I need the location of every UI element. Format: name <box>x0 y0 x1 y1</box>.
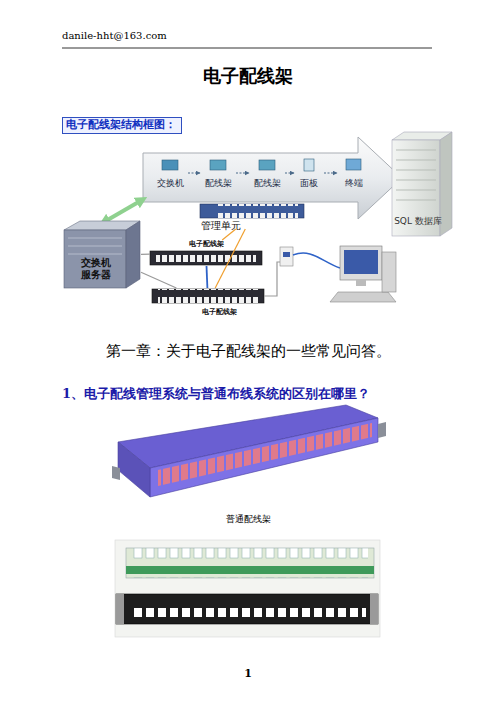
photo-electronic-panels <box>115 540 380 637</box>
photo-electronic-panels-part <box>126 548 374 578</box>
header-email: danile-hht@163.com <box>62 30 167 41</box>
page-number: 1 <box>0 667 496 680</box>
cable-line <box>222 229 236 240</box>
patch-panels-part <box>158 289 258 303</box>
terminal-pc-part <box>340 246 382 280</box>
flow-step-text: 面板 <box>294 178 324 188</box>
photo-electronic-panels-part <box>132 548 368 578</box>
photo-electronic-panels-part <box>116 594 378 624</box>
terminal-pc-part <box>382 252 396 292</box>
patch-panels-part <box>156 251 256 265</box>
sql-server-part <box>396 160 436 161</box>
flow-step: 交换机 <box>152 158 188 188</box>
header-rule <box>62 48 432 49</box>
sql-server-part <box>396 180 436 181</box>
flow-step: 配线架 <box>249 158 285 188</box>
header-rule-part <box>62 48 432 49</box>
photo-plain-panel-part <box>158 423 372 486</box>
sql-server-part <box>396 200 436 201</box>
switch-server-part <box>68 238 122 239</box>
green-link-arrow-part <box>104 200 142 222</box>
switch-server: 交换机 服务器 <box>63 221 141 289</box>
management-unit <box>200 204 304 218</box>
photo-plain-panel-part <box>378 422 386 438</box>
electronic-patch-panel-text: 电子配线架 <box>202 308 237 316</box>
flow-step: 面板 <box>294 158 324 188</box>
switch-server-part <box>68 254 122 255</box>
patch-panels <box>150 251 264 303</box>
flow-arrow-line <box>236 173 249 174</box>
caption-box-text: 电子配线架结构框图： <box>66 119 176 132</box>
chapter-heading: 第一章：关于电子配线架的一些常见问答。 <box>0 342 496 361</box>
photo-plain-panel-part <box>118 442 150 497</box>
terminal-pc-part <box>330 292 396 302</box>
flow-icons <box>162 159 361 171</box>
photo-plain-panel <box>112 405 386 497</box>
photo-electronic-panels-part <box>370 594 378 624</box>
patch-panels-part <box>152 289 264 303</box>
flow-arrow-line <box>285 173 294 174</box>
electronic-patch-panel: 电子配线架 <box>152 288 264 316</box>
sql-server-part <box>396 170 436 171</box>
flow-step-text: 配线架 <box>200 178 236 188</box>
flow-icons-part <box>346 159 361 170</box>
flow-icons-part <box>210 160 226 170</box>
flow-step-text: 配线架 <box>249 178 285 188</box>
flow-step: 终端 <box>337 158 371 188</box>
electronic-patch-panel: 电子配线架 <box>150 240 262 266</box>
cable-line <box>141 254 150 255</box>
terminal-pc-part <box>356 280 366 286</box>
management-unit-part <box>200 204 304 218</box>
flow-arrow-part <box>143 137 402 219</box>
figure-caption: 普通配线架 <box>0 513 496 526</box>
flow-icons-part <box>259 160 275 170</box>
wall-plate-part <box>283 252 290 257</box>
flow-icons-part <box>304 159 314 171</box>
flow-arrow-line <box>324 173 337 174</box>
switch-server-text: 交换机 服务器 <box>77 257 115 280</box>
flow-step-text: 交换机 <box>152 178 188 188</box>
switch-server <box>64 221 140 288</box>
flow-arrow <box>143 137 402 219</box>
photo-plain-panel-part <box>150 418 378 497</box>
wall-plate-part <box>293 253 340 268</box>
management-unit-text: 管理单元 <box>201 220 241 232</box>
photo-plain-panel-part <box>112 466 120 480</box>
question-heading: 1、电子配线管理系统与普通布线系统的区别在哪里？ <box>62 385 370 403</box>
wall-plate-part <box>264 262 280 296</box>
patch-panels-part <box>150 251 262 265</box>
terminal-pc <box>330 246 396 302</box>
page-title: 电子配线架 <box>0 64 496 88</box>
database-server-text: SQL 数据库 <box>388 216 448 226</box>
switch-server-part <box>64 230 126 288</box>
wall-plate-part <box>280 247 293 266</box>
terminal-pc-part <box>344 250 378 274</box>
switch-server-part <box>68 246 122 247</box>
flow-step: 配线架 <box>200 158 236 188</box>
photo-electronic-panels-part <box>130 594 366 624</box>
flow-step-text: 终端 <box>337 178 371 188</box>
flow-arrow-line <box>188 173 200 174</box>
photo-electronic-panels-part <box>116 594 124 624</box>
photo-electronic-panels-part <box>115 540 380 637</box>
management-unit: 管理单元 <box>199 203 305 229</box>
cable-line <box>215 229 245 288</box>
green-link-arrow <box>104 200 142 222</box>
management-unit-part <box>218 204 298 218</box>
database-server: SQL 数据库 <box>388 132 454 236</box>
switch-server-part <box>126 221 140 288</box>
flow-icons-part <box>162 160 178 170</box>
electronic-patch-panel-text: 电子配线架 <box>150 240 262 248</box>
cable-line <box>206 266 209 288</box>
wall-plate <box>264 247 340 296</box>
sql-server-part <box>396 150 436 151</box>
cable-line <box>141 272 176 288</box>
caption-box: 电子配线架结构框图： <box>62 117 182 134</box>
sql-server-part <box>396 190 436 191</box>
